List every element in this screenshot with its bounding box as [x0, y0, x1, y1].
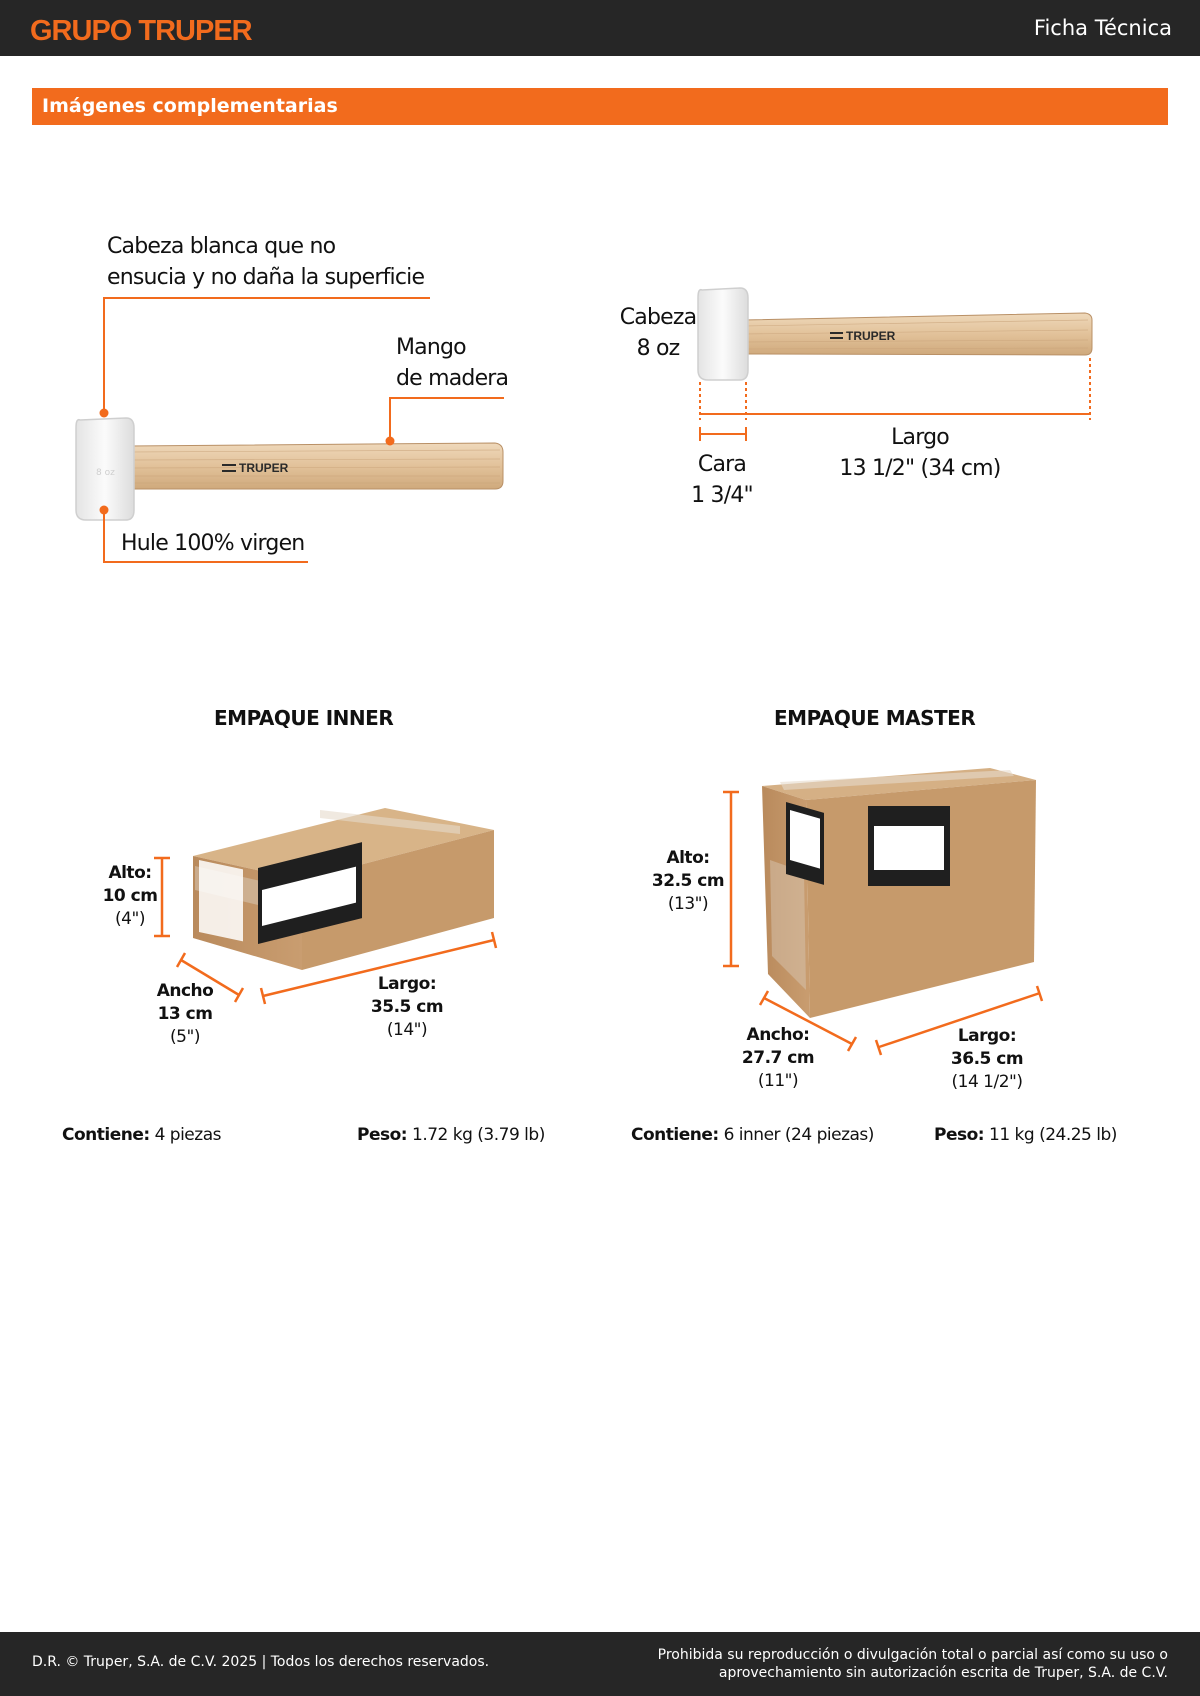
product-illustrations: TRUPER 8 oz TRUPER	[75, 287, 1093, 1056]
inner-weight: Peso: 1.72 kg (3.79 lb)	[357, 1125, 545, 1145]
page-header: GRUPO TRUPER Ficha Técnica	[0, 0, 1200, 56]
hammer-left-image: TRUPER 8 oz	[75, 417, 504, 521]
master-package-title: EMPAQUE MASTER	[774, 706, 976, 730]
inner-package-title: EMPAQUE INNER	[214, 706, 394, 730]
page-footer: D.R. © Truper, S.A. de C.V. 2025 | Todos…	[0, 1632, 1200, 1696]
inner-length: Largo: 35.5 cm (14")	[370, 974, 444, 1040]
label-length: Largo 13 1/2" (34 cm)	[839, 425, 1001, 481]
label-head-description: Cabeza blanca que no ensucia y no daña l…	[107, 234, 425, 290]
inner-dimension-lines	[154, 856, 498, 1005]
brand-logo: GRUPO TRUPER	[30, 15, 253, 47]
label-rubber: Hule 100% virgen	[121, 531, 305, 556]
hammer-handle	[127, 442, 504, 490]
label-head-weight: Cabeza 8 oz	[619, 305, 697, 361]
master-weight: Peso: 11 kg (24.25 lb)	[934, 1125, 1117, 1145]
hammer-head	[75, 417, 135, 521]
inner-width: Ancho 13 cm (5")	[156, 981, 214, 1047]
hammer-handle-right	[741, 312, 1093, 356]
hammer-right-image: TRUPER	[697, 287, 1093, 381]
master-height: Alto: 32.5 cm (13")	[651, 848, 725, 914]
label-face: Cara 1 3/4"	[691, 452, 754, 508]
handle-brand: TRUPER	[239, 461, 289, 475]
svg-text:8 oz: 8 oz	[96, 468, 115, 478]
hammer-head-right	[697, 287, 749, 381]
dimension-lines-right	[699, 358, 1091, 441]
master-box-image	[762, 768, 1036, 1018]
section-header: Imágenes complementarias	[32, 88, 1168, 125]
section-title: Imágenes complementarias	[42, 95, 338, 117]
inner-contents: Contiene: 4 piezas	[62, 1125, 221, 1145]
inner-box-image	[193, 808, 494, 970]
master-contents: Contiene: 6 inner (24 piezas)	[631, 1125, 874, 1145]
copyright-text: D.R. © Truper, S.A. de C.V. 2025 | Todos…	[32, 1654, 490, 1670]
master-length: Largo: 36.5 cm (14 1/2")	[950, 1026, 1024, 1092]
inner-height: Alto: 10 cm (4")	[102, 863, 158, 929]
callout-lines-left	[103, 297, 504, 563]
label-handle: Mango de madera	[396, 335, 509, 391]
master-dimension-lines	[723, 790, 1044, 1056]
master-width: Ancho: 27.7 cm (11")	[741, 1025, 815, 1091]
document-type: Ficha Técnica	[1033, 16, 1172, 40]
legal-notice: Prohibida su reproducción o divulgación …	[657, 1647, 1168, 1681]
svg-text:TRUPER: TRUPER	[846, 329, 896, 343]
